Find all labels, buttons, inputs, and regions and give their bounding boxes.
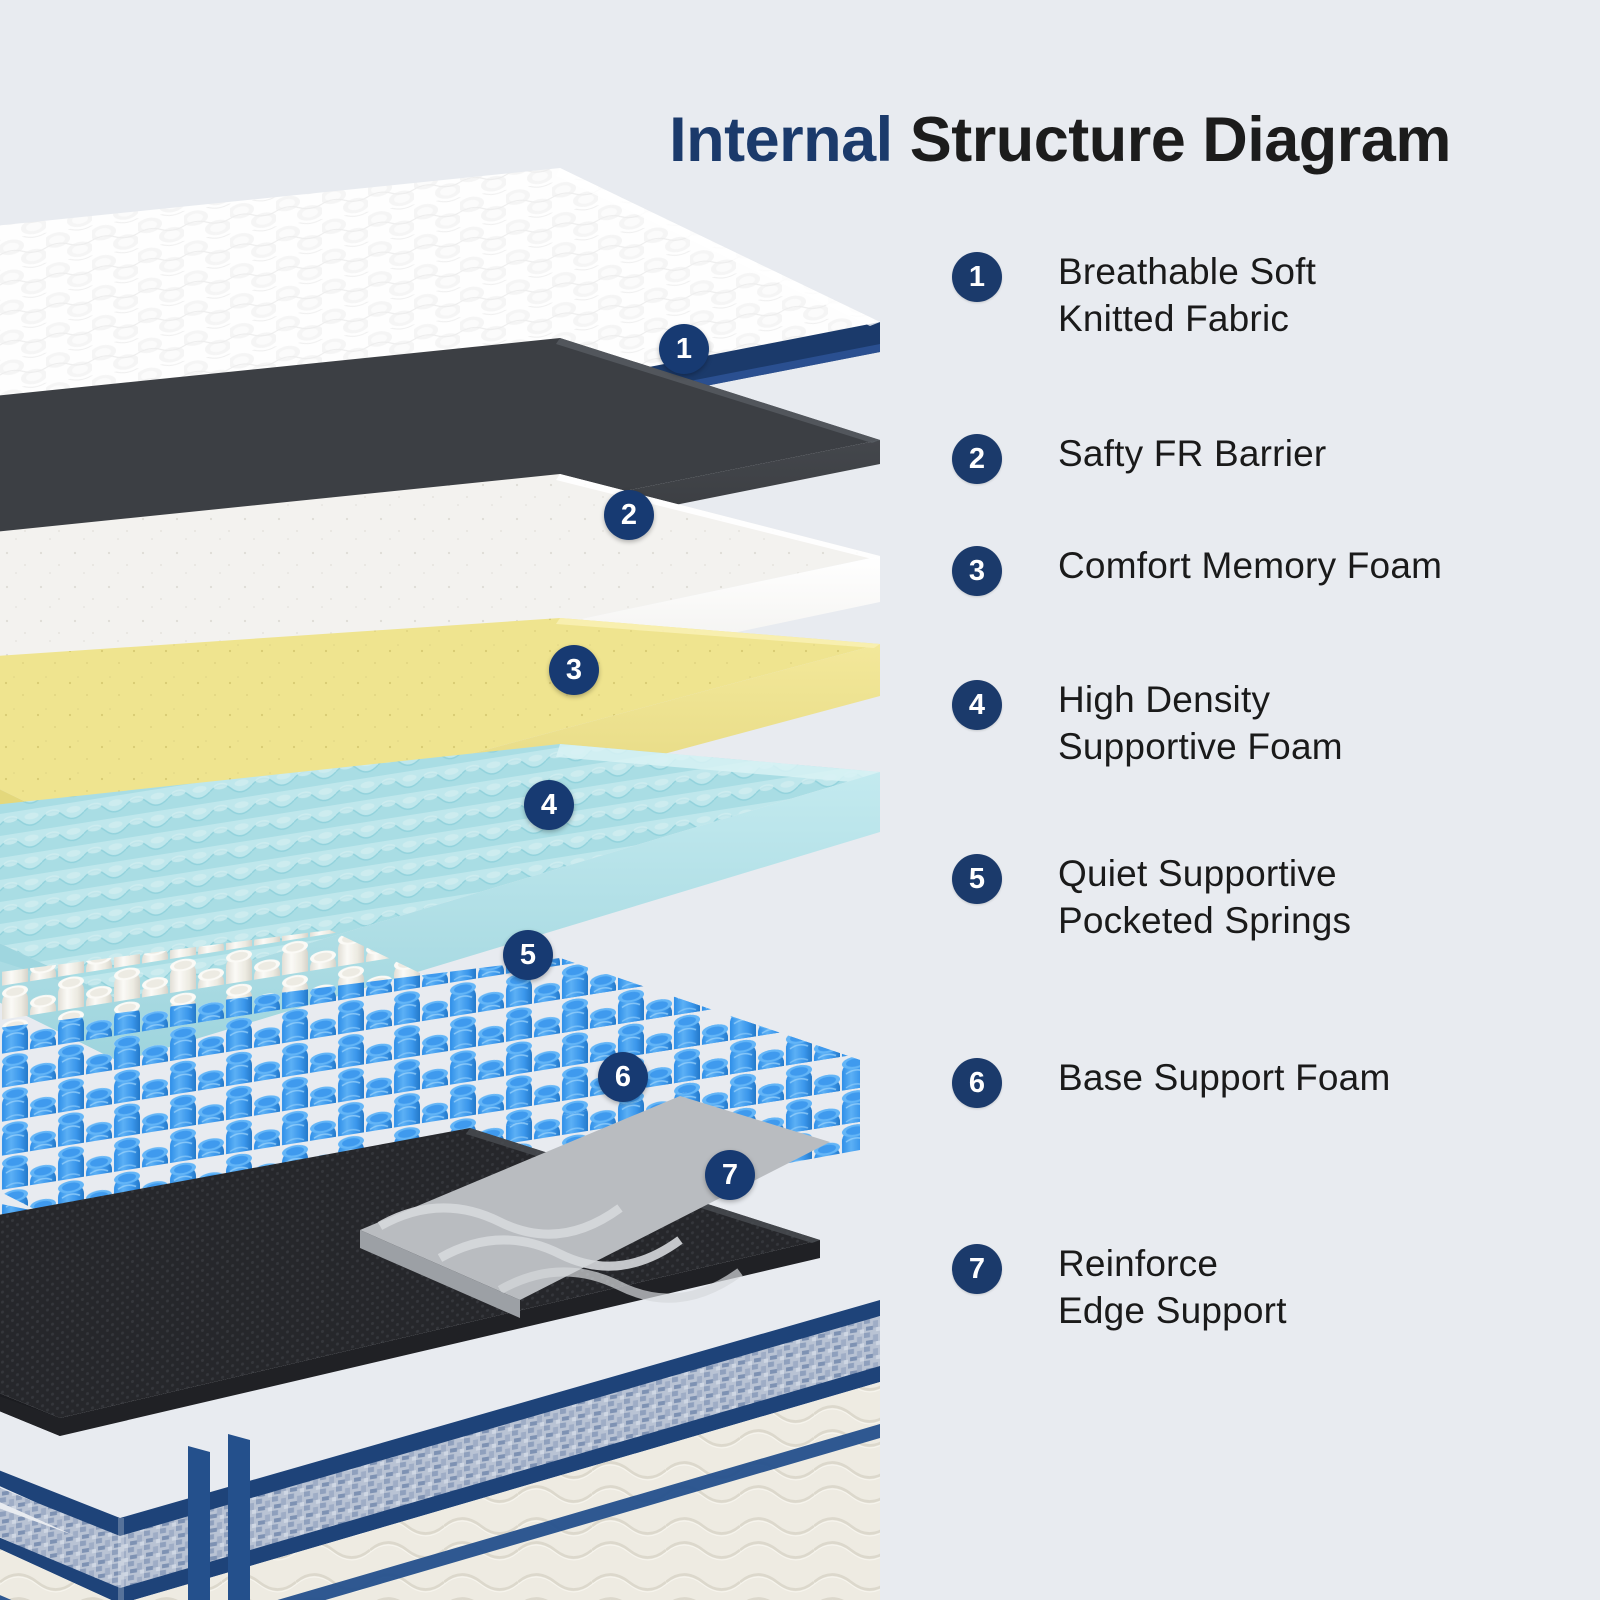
legend-badge-2: 2: [952, 434, 1002, 484]
legend-badge-5: 5: [952, 854, 1002, 904]
layer-mattress-body: [0, 1096, 880, 1600]
edge-support-foam-wedge: [360, 1096, 830, 1318]
callout-badge-4-supportive-foam[interactable]: 4: [524, 780, 574, 830]
legend-label-4: High Density Supportive Foam: [1058, 679, 1343, 768]
title-part-blue: Internal: [669, 105, 893, 176]
legend-item-1[interactable]: 1 Breathable Soft Knitted Fabric: [952, 251, 1316, 343]
legend-badge-7: 7: [952, 1244, 1002, 1294]
callout-badge-2-fr-barrier[interactable]: 2: [604, 490, 654, 540]
callout-badge-7-reinforce-edge-support[interactable]: 7: [705, 1150, 755, 1200]
legend-badge-3: 3: [952, 546, 1002, 596]
legend-item-4[interactable]: 4 High Density Supportive Foam: [952, 679, 1343, 771]
legend-item-3[interactable]: 3 Comfort Memory Foam: [952, 545, 1442, 596]
page-title: Internal Structure Diagram: [560, 104, 1560, 176]
mattress-exploded-illustration: [0, 168, 880, 1600]
legend-label-1: Breathable Soft Knitted Fabric: [1058, 251, 1317, 340]
legend-label-6: Base Support Foam: [1058, 1057, 1391, 1098]
callout-badge-5-pocketed-springs-wave-foam[interactable]: 5: [503, 930, 553, 980]
legend-label-5: Quiet Supportive Pocketed Springs: [1058, 853, 1352, 942]
title-part-dark: Structure Diagram: [892, 105, 1452, 176]
legend-badge-1: 1: [952, 252, 1002, 302]
legend-item-2[interactable]: 2 Safty FR Barrier: [952, 433, 1326, 484]
legend-item-7[interactable]: 7 Reinforce Edge Support: [952, 1243, 1287, 1335]
callout-badge-6-base-support-foam[interactable]: 6: [598, 1052, 648, 1102]
callout-badge-3-memory-foam[interactable]: 3: [549, 645, 599, 695]
legend-item-5[interactable]: 5 Quiet Supportive Pocketed Springs: [952, 853, 1351, 945]
legend-label-2: Safty FR Barrier: [1058, 433, 1327, 474]
legend-item-6[interactable]: 6 Base Support Foam: [952, 1057, 1390, 1108]
legend-label-7: Reinforce Edge Support: [1058, 1243, 1287, 1332]
legend-badge-6: 6: [952, 1058, 1002, 1108]
legend-badge-4: 4: [952, 680, 1002, 730]
legend-label-3: Comfort Memory Foam: [1058, 545, 1443, 586]
callout-badge-1-knitted-fabric[interactable]: 1: [659, 324, 709, 374]
